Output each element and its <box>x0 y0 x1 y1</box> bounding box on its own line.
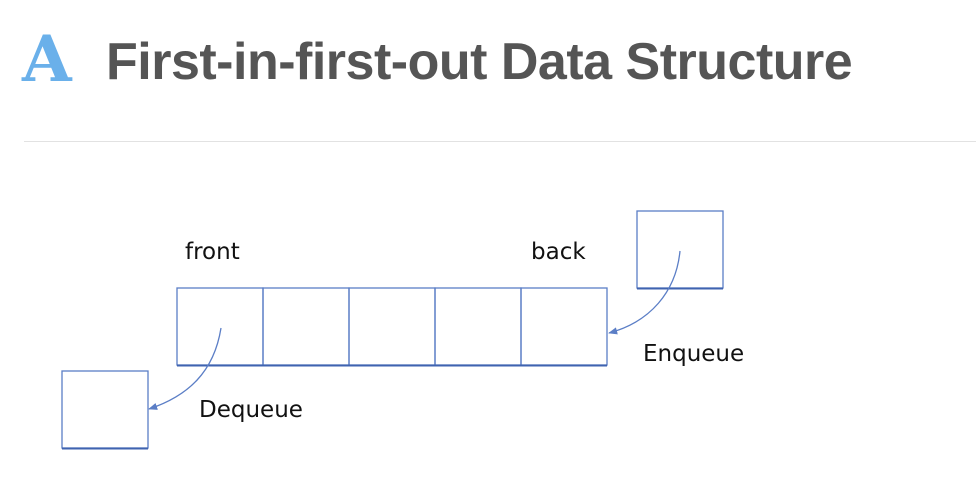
page-header: A First-in-first-out Data Structure <box>0 0 976 110</box>
back-label: back <box>531 239 586 265</box>
page-title: First-in-first-out Data Structure <box>106 33 853 91</box>
queue <box>176 287 608 367</box>
front-label: front <box>185 239 240 265</box>
queue-cell <box>176 287 264 366</box>
enqueue-arrow <box>608 250 681 335</box>
queue-cell <box>262 287 350 366</box>
logo-icon: A <box>22 22 72 97</box>
dequeue-element-box <box>61 370 149 449</box>
dequeue-element <box>61 370 149 450</box>
enqueue-element <box>636 210 724 290</box>
enqueue-element-box <box>636 210 724 289</box>
enqueue-label: Enqueue <box>643 341 744 367</box>
queue-cell <box>348 287 436 366</box>
dequeue-label: Dequeue <box>199 397 303 423</box>
queue-cell <box>434 287 522 366</box>
dequeue-arrow <box>148 327 222 410</box>
divider <box>24 141 976 142</box>
queue-cell <box>520 287 608 366</box>
